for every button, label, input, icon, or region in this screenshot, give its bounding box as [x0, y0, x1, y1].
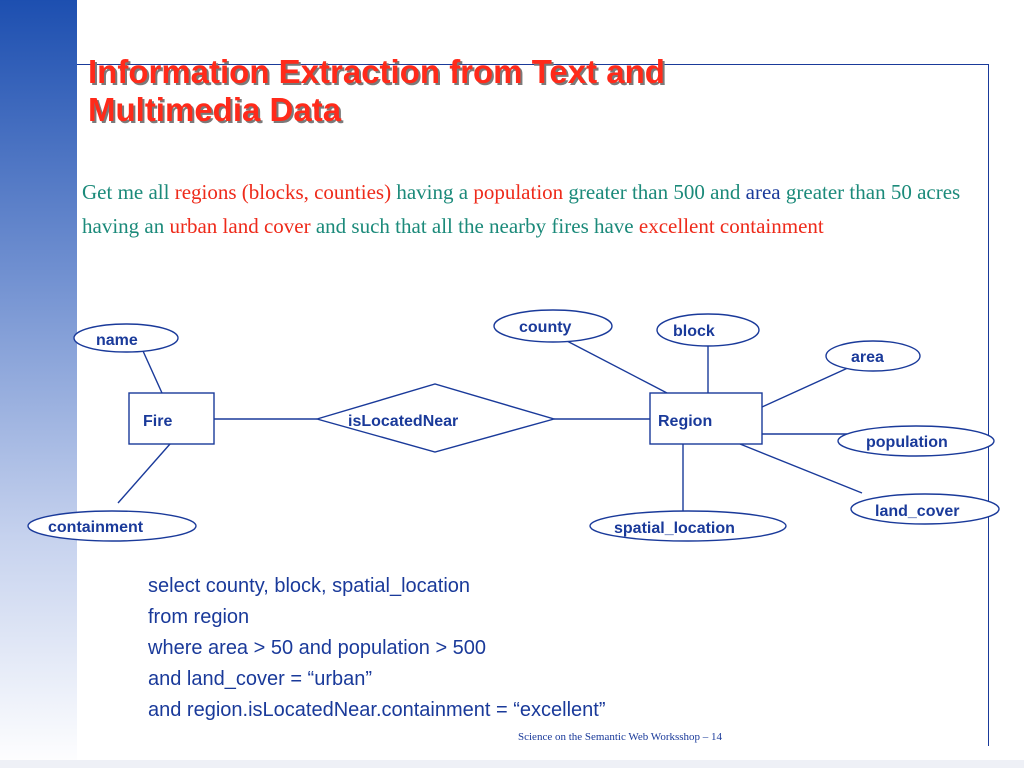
slide-footer: Science on the Semantic Web Worksshop – … — [518, 731, 723, 743]
sql-line: select county, block, spatial_location — [148, 575, 471, 597]
entity-fire-box — [128, 392, 215, 445]
prompt-run-normal: greater than 500 and — [563, 180, 746, 204]
prompt-run-normal: and such that all the nearby fires have — [310, 214, 639, 238]
prompt-run-normal: having a — [391, 180, 474, 204]
prompt-run-normal: Get me all — [82, 180, 175, 204]
attribute-name-label: name — [96, 332, 138, 349]
connector-region-county — [566, 340, 668, 394]
slide-title-line-2: Multimedia Data — [88, 91, 342, 128]
attribute-name-ellipse — [73, 323, 179, 353]
attribute-containment-ellipse — [27, 510, 197, 542]
entity-fire-label: Fire — [143, 413, 172, 430]
sql-line: and region.isLocatedNear.containment = “… — [148, 699, 606, 721]
prompt-run-highlight: population — [473, 180, 564, 204]
sql-line: where area > 50 and population > 500 — [148, 637, 487, 659]
relationship-label: isLocatedNear — [348, 413, 458, 430]
attribute-block-label: block — [673, 323, 715, 340]
connector-region-area — [761, 366, 851, 408]
query-prompt: Get me all regions (blocks, counties) ha… — [82, 175, 982, 243]
slide-title-line-1: Information Extraction from Text and — [88, 53, 665, 90]
attribute-block-ellipse — [656, 313, 760, 347]
attribute-area-label: area — [851, 349, 884, 366]
attribute-land-cover-label: land_cover — [875, 503, 959, 520]
left-gradient-band — [0, 0, 77, 768]
attribute-population-label: population — [866, 434, 948, 451]
sql-query: select county, block, spatial_location f… — [148, 571, 606, 726]
frame-top-rule — [77, 64, 989, 65]
relationship-diamond — [314, 383, 557, 453]
attribute-population-ellipse — [837, 425, 995, 457]
prompt-run-area: area — [745, 180, 781, 204]
sql-line: from region — [148, 606, 250, 628]
prompt-run-highlight: regions (blocks, counties) — [174, 180, 392, 204]
connector-fire-containment — [117, 443, 171, 504]
connector-region-land-cover — [739, 443, 863, 494]
prompt-run-highlight: urban land cover — [169, 214, 311, 238]
frame-right-rule — [988, 64, 989, 746]
attribute-land-cover-ellipse — [850, 493, 1000, 525]
bottom-band — [0, 760, 1024, 768]
connector-fire-name — [142, 350, 163, 394]
attribute-county-label: county — [519, 319, 572, 336]
entity-region-label: Region — [658, 413, 712, 430]
sql-line: and land_cover = “urban” — [148, 668, 373, 690]
attribute-spatial-location-ellipse — [589, 510, 787, 542]
attribute-area-ellipse — [825, 340, 921, 372]
prompt-run-highlight: excellent containment — [638, 214, 824, 238]
entity-region-box — [649, 392, 763, 445]
attribute-containment-label: containment — [48, 519, 144, 536]
attribute-county-ellipse — [493, 309, 613, 343]
slide-title: Information Extraction from Text and Mul… — [88, 53, 665, 129]
attribute-spatial-location-label: spatial_location — [614, 520, 735, 537]
prompt-run-normal: greater than 50 acres having an — [82, 180, 961, 238]
